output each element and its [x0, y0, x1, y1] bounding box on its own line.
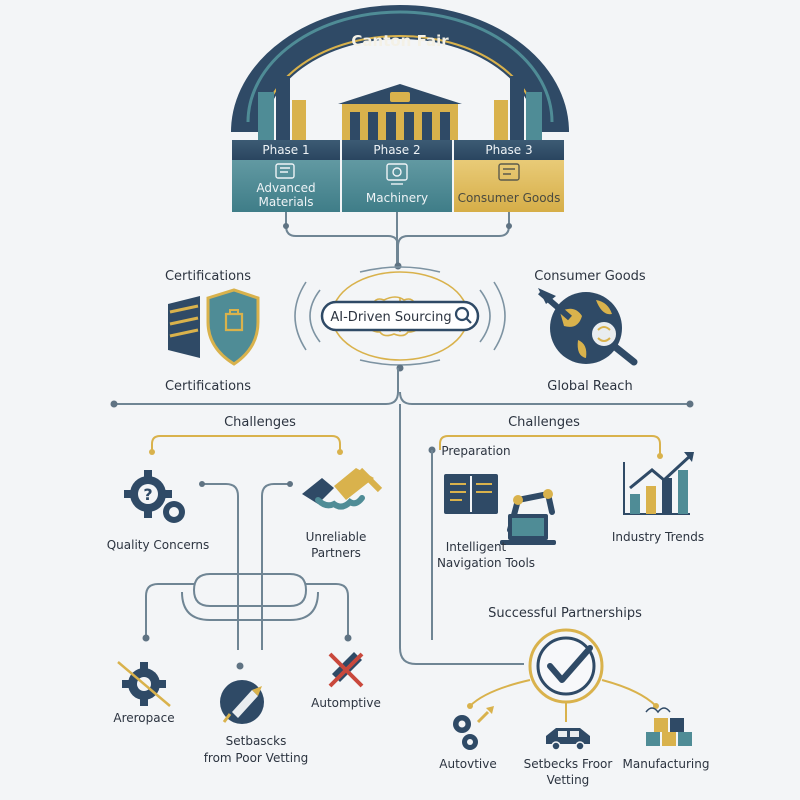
phase-2-panel[interactable]: Phase 2 Machinery	[342, 140, 452, 212]
phase-3-title: Phase 3	[485, 143, 532, 157]
hub-label: AI-Driven Sourcing	[330, 310, 451, 325]
arch-banner	[231, 5, 569, 133]
industry-trends-label: Industry Trends	[612, 530, 704, 544]
right-towers	[494, 76, 542, 140]
trend-chart-icon	[623, 452, 694, 515]
phase-3-label: Consumer Goods	[458, 191, 561, 205]
right-setbacks-line-1: Setbecks Froor	[524, 757, 613, 771]
banner-title: Canton Fair	[351, 32, 449, 50]
aerospace-gear-icon	[117, 661, 171, 707]
phase-1-label-line-2: Materials	[258, 195, 313, 209]
global-reach-block: Consumer Goods Global Reach	[534, 269, 646, 394]
car-icon	[546, 728, 590, 751]
phase-2-title: Phase 2	[373, 143, 420, 157]
unreliable-line-1: Unreliable	[306, 530, 367, 544]
ai-sourcing-hub: AI-Driven Sourcing	[294, 266, 506, 372]
manufacturing-label: Manufacturing	[623, 757, 710, 771]
certifications-heading: Certifications	[165, 269, 251, 284]
partnerships-heading: Successful Partnerships	[488, 606, 642, 621]
left-wiring	[142, 481, 352, 670]
gear-question-icon: ?	[124, 470, 185, 523]
right-challenges-heading: Challenges	[508, 415, 580, 430]
cubes-icon	[645, 707, 692, 746]
phase-2-label: Machinery	[366, 191, 428, 205]
canton-fair-header: Canton Fair Phase 1	[231, 5, 569, 212]
materials-icon	[275, 163, 295, 179]
nav-tools-line-2: Navigation Tools	[437, 556, 535, 570]
partnership-wiring	[467, 679, 659, 722]
globe-magnifier-icon	[538, 288, 638, 366]
left-setbacks-line-1: Setbascks	[226, 734, 287, 748]
right-setbacks-line-2: Vetting	[547, 773, 590, 787]
left-challenges-branch: Challenges ? Quality Concerns Unreliable…	[107, 415, 383, 765]
left-challenges-heading: Challenges	[224, 415, 296, 430]
preparation-label: Preparation	[441, 444, 510, 458]
check-badge-icon	[528, 628, 604, 704]
global-reach-caption: Global Reach	[547, 379, 632, 394]
right-challenges-branch: Challenges Preparation Intelligent Navig…	[428, 415, 710, 787]
left-setbacks-line-2: from Poor Vetting	[204, 751, 309, 765]
nav-tools-line-1: Intelligent	[446, 540, 507, 554]
certifications-block: Certifications Certifications	[165, 269, 260, 394]
gears-icon	[453, 706, 494, 750]
certification-shield-icon	[168, 288, 260, 366]
search-icon	[454, 306, 472, 324]
phase-1-label-line-1: Advanced	[256, 181, 315, 195]
left-towers	[258, 76, 306, 140]
phase-1-title: Phase 1	[262, 143, 309, 157]
phase-connectors	[283, 212, 512, 270]
exhibition-hall	[338, 84, 462, 140]
quality-concerns-label: Quality Concerns	[107, 538, 210, 552]
broken-rocket-icon	[328, 652, 364, 688]
rocket-icon	[220, 680, 264, 724]
automotive-label-left: Automptive	[311, 696, 381, 710]
consumer-goods-heading: Consumer Goods	[534, 269, 646, 284]
machinery-icon	[386, 163, 408, 185]
phase-3-panel[interactable]: Phase 3 Consumer Goods	[454, 140, 564, 212]
consumer-goods-icon	[498, 163, 520, 181]
svg-text:?: ?	[143, 485, 152, 504]
hub-search-bar[interactable]	[320, 300, 480, 332]
handshake-icon	[302, 467, 383, 510]
main-bus-line	[110, 368, 694, 665]
book-robot-arm-icon	[444, 474, 556, 545]
phase-1-panel[interactable]: Phase 1 Advanced Materials	[232, 140, 340, 212]
autovtive-label: Autovtive	[439, 757, 497, 771]
certifications-caption: Certifications	[165, 379, 251, 394]
aerospace-label: Areropace	[113, 711, 174, 725]
unreliable-line-2: Partners	[311, 546, 361, 560]
